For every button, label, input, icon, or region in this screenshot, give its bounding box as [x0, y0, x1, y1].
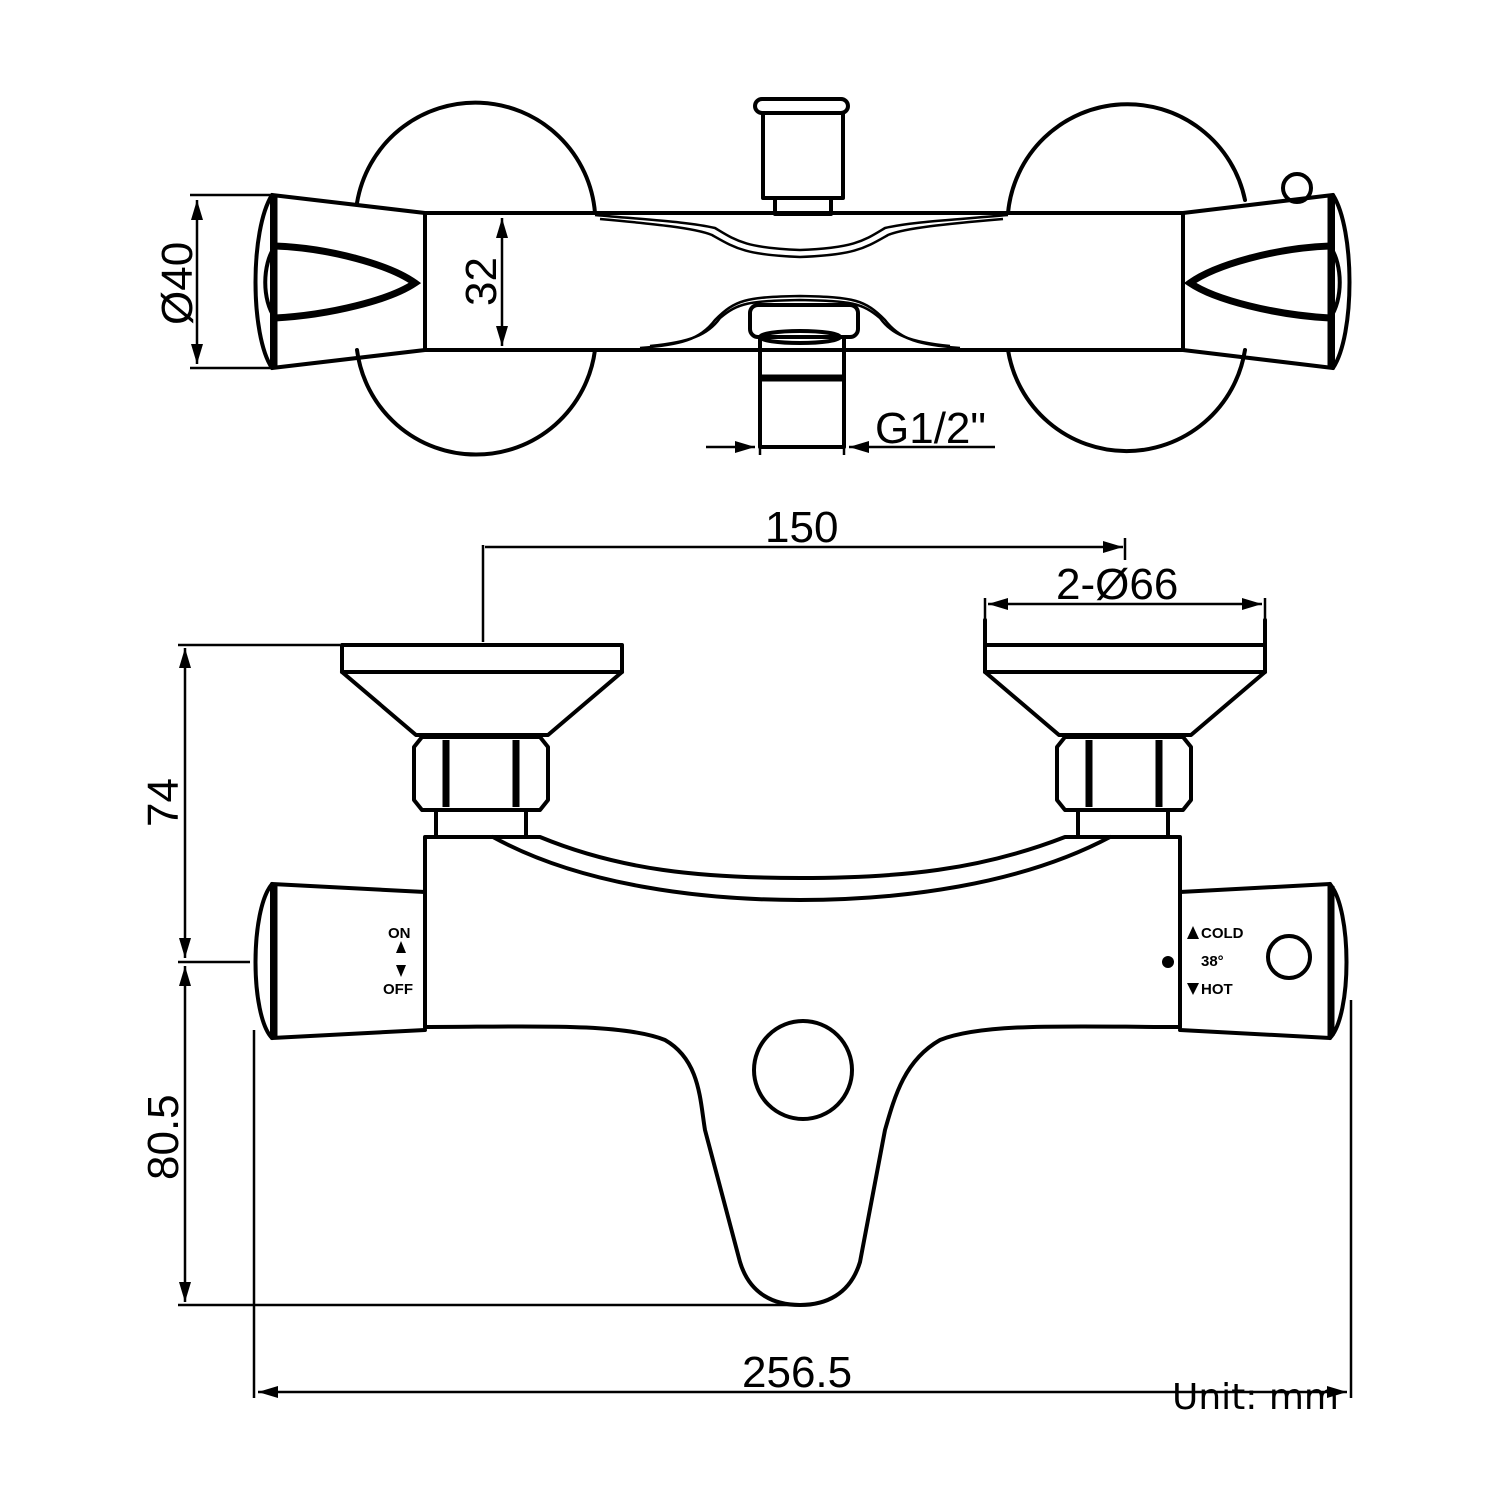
diverter-knob-cap — [753, 97, 850, 115]
left-flange — [340, 643, 624, 674]
spout-body — [423, 1024, 1182, 1307]
cold-arrow-icon — [1187, 926, 1199, 939]
label-temperature: 38° — [1201, 953, 1224, 970]
label-on: ON — [388, 925, 411, 942]
hot-arrow-icon — [1187, 983, 1199, 995]
unit-label: Unit: mm — [1172, 1377, 1339, 1418]
dim-upper-height: 74 — [139, 778, 188, 827]
right-flange-top-arc — [1006, 102, 1247, 215]
top-view — [190, 97, 1352, 457]
mixer-body — [423, 835, 1182, 1029]
left-flange-bottom-arc — [355, 348, 597, 457]
off-arrow-icon — [396, 965, 406, 977]
dim-overall-width: 256.5 — [742, 1348, 853, 1397]
left-handle-front — [270, 882, 427, 1040]
left-hex-nut — [412, 735, 550, 812]
dim-inlet-spacing: 150 — [765, 503, 839, 552]
on-arrow-icon — [396, 941, 406, 953]
label-hot: HOT — [1201, 981, 1233, 998]
label-cold: COLD — [1201, 925, 1244, 942]
dim-outlet-thread: G1/2" — [875, 404, 987, 453]
dim-flange-diameter: 2-Ø66 — [1056, 560, 1179, 609]
label-off: OFF — [383, 981, 413, 998]
right-handle — [1181, 193, 1335, 370]
safety-button — [1266, 934, 1312, 980]
right-flange-bottom-arc — [1006, 348, 1247, 454]
left-handle — [270, 193, 427, 370]
dim-body-height: 32 — [457, 257, 506, 306]
left-flange-top-arc — [355, 100, 597, 215]
outlet-pipe — [758, 335, 846, 449]
front-view — [178, 538, 1353, 1398]
right-flange — [983, 643, 1267, 674]
right-hex-nut — [1055, 735, 1193, 812]
dim-handle-diameter: Ø40 — [153, 241, 202, 325]
dim-lower-height: 80.5 — [139, 1094, 188, 1180]
temperature-indicator-dot — [1162, 956, 1174, 968]
safety-stop-pin — [1281, 172, 1313, 204]
diverter-knob-stem — [761, 111, 845, 200]
outlet-hole — [752, 1019, 854, 1121]
